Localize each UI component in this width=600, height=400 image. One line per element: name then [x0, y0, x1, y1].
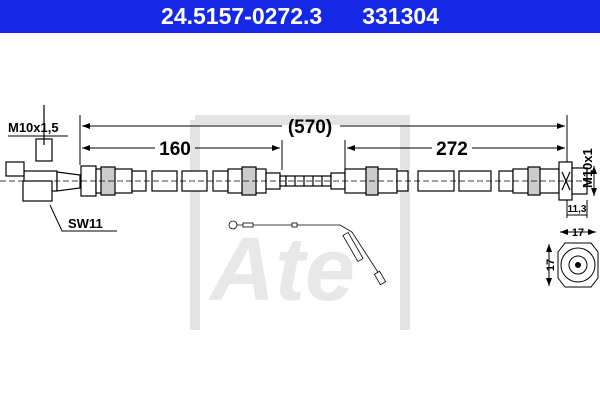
title-bar: 24.5157-0272.3 331304: [0, 0, 600, 33]
hex-width-label: 17: [572, 227, 584, 239]
left-section-label: 160: [159, 139, 191, 160]
part-number: 24.5157-0272.3: [161, 3, 323, 29]
thread-left-label: M10x1,5: [8, 120, 59, 135]
thread-right-label: M10x1: [580, 148, 595, 188]
right-section-label: 272: [436, 139, 468, 160]
part-code: 331304: [362, 3, 439, 29]
hex-height-label: 17: [545, 259, 557, 271]
ate-logo-watermark: Ate: [190, 115, 410, 330]
hose-overview-sketch: [228, 220, 387, 286]
hex-end-view: [546, 229, 599, 288]
wrench-size-label: SW11: [68, 216, 103, 231]
overall-length-label: (570): [288, 117, 332, 138]
svg-text:Ate: Ate: [208, 220, 355, 320]
fitting-length-label: 11,3: [568, 204, 587, 215]
